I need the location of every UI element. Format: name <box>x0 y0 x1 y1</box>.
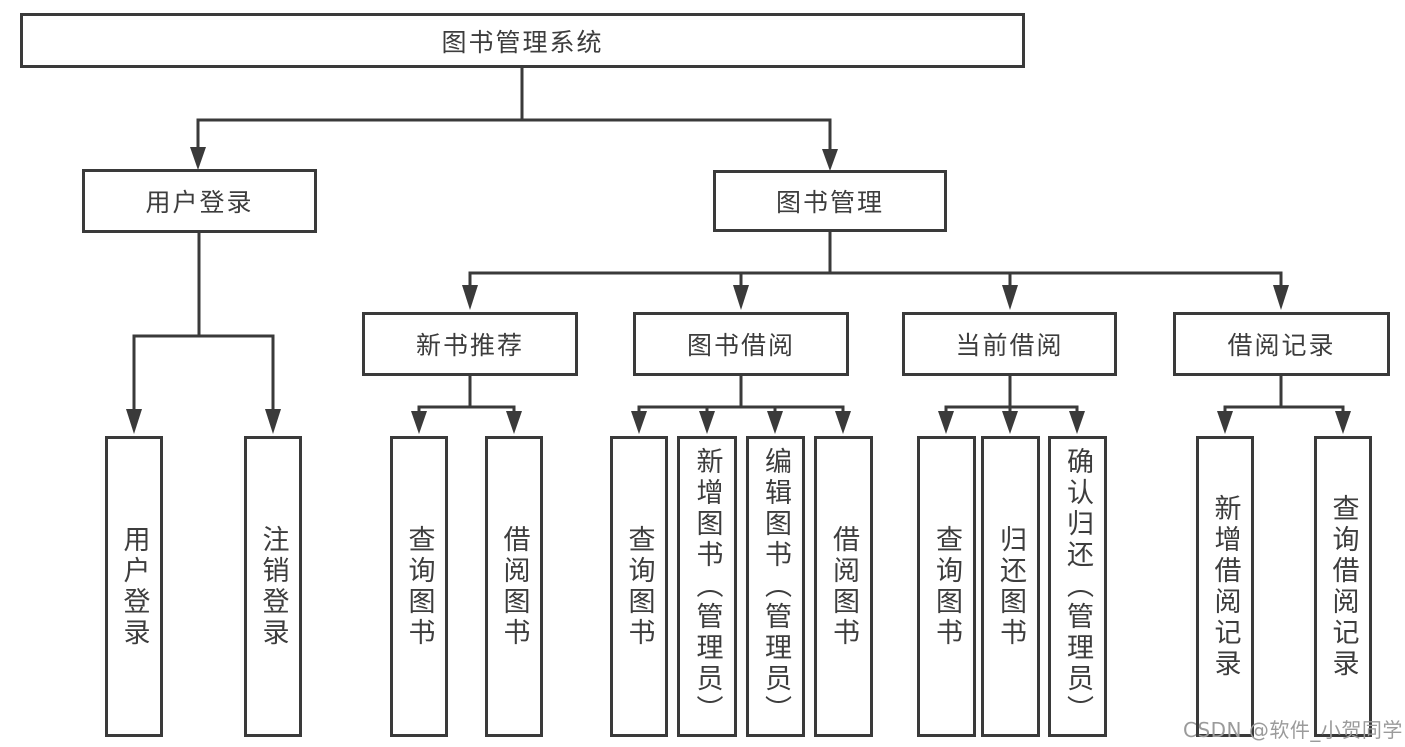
node-new-book-recommend: 新书推荐 <box>362 312 578 376</box>
arrow-head <box>1002 411 1018 434</box>
connector-root-to-level2 <box>190 66 838 171</box>
leaf-query-borrow-record: 查询借阅记录 <box>1314 436 1372 737</box>
leaf-logout: 注销登录 <box>244 436 302 737</box>
connector-borrowing-records-children <box>1217 374 1351 434</box>
arrow-head <box>835 411 851 434</box>
arrow-head <box>506 411 522 434</box>
arrow-head <box>265 409 281 434</box>
arrow-head <box>126 409 142 434</box>
arrow-head <box>822 149 838 171</box>
leaf-add-books-admin: 新增图书（管理员） <box>677 436 737 737</box>
watermark: CSDN @软件_小贺同学 <box>1183 718 1403 742</box>
leaf-borrow-books-borrowing: 借阅图书 <box>814 436 873 737</box>
leaf-query-books-current: 查询图书 <box>917 436 976 737</box>
arrow-head <box>190 147 206 170</box>
leaf-confirm-return-admin: 确认归还（管理员） <box>1048 436 1107 737</box>
arrow-head <box>1217 411 1233 434</box>
node-book-management: 图书管理 <box>713 170 947 232</box>
leaf-query-books-recommend: 查询图书 <box>390 436 448 737</box>
node-borrowing-records: 借阅记录 <box>1173 312 1390 376</box>
node-book-borrowing: 图书借阅 <box>633 312 849 376</box>
arrow-head <box>1069 411 1085 434</box>
leaf-add-borrow-record: 新增借阅记录 <box>1196 436 1254 737</box>
connector-current-borrowing-children <box>938 374 1085 434</box>
arrow-head <box>699 411 715 434</box>
arrow-head <box>631 411 647 434</box>
arrow-head <box>767 411 783 434</box>
leaf-user-login: 用户登录 <box>105 436 163 737</box>
leaf-borrow-books-recommend: 借阅图书 <box>485 436 543 737</box>
connector-book-borrowing-children <box>631 374 851 434</box>
connector-new-book-recommend-children <box>411 374 522 434</box>
arrow-head <box>733 285 749 310</box>
leaf-return-books: 归还图书 <box>981 436 1040 737</box>
node-user-login: 用户登录 <box>82 169 317 233</box>
arrow-head <box>411 411 427 434</box>
leaf-edit-books-admin: 编辑图书（管理员） <box>746 436 805 737</box>
arrow-head <box>1002 285 1018 310</box>
connector-book-management-children <box>462 230 1289 310</box>
node-root: 图书管理系统 <box>20 13 1025 68</box>
arrow-head <box>462 285 478 310</box>
node-current-borrowing: 当前借阅 <box>902 312 1117 376</box>
arrow-head <box>938 411 954 434</box>
arrow-head <box>1335 411 1351 434</box>
leaf-query-books-borrowing: 查询图书 <box>610 436 668 737</box>
connector-user-login-children <box>126 231 281 434</box>
arrow-head <box>1273 285 1289 310</box>
